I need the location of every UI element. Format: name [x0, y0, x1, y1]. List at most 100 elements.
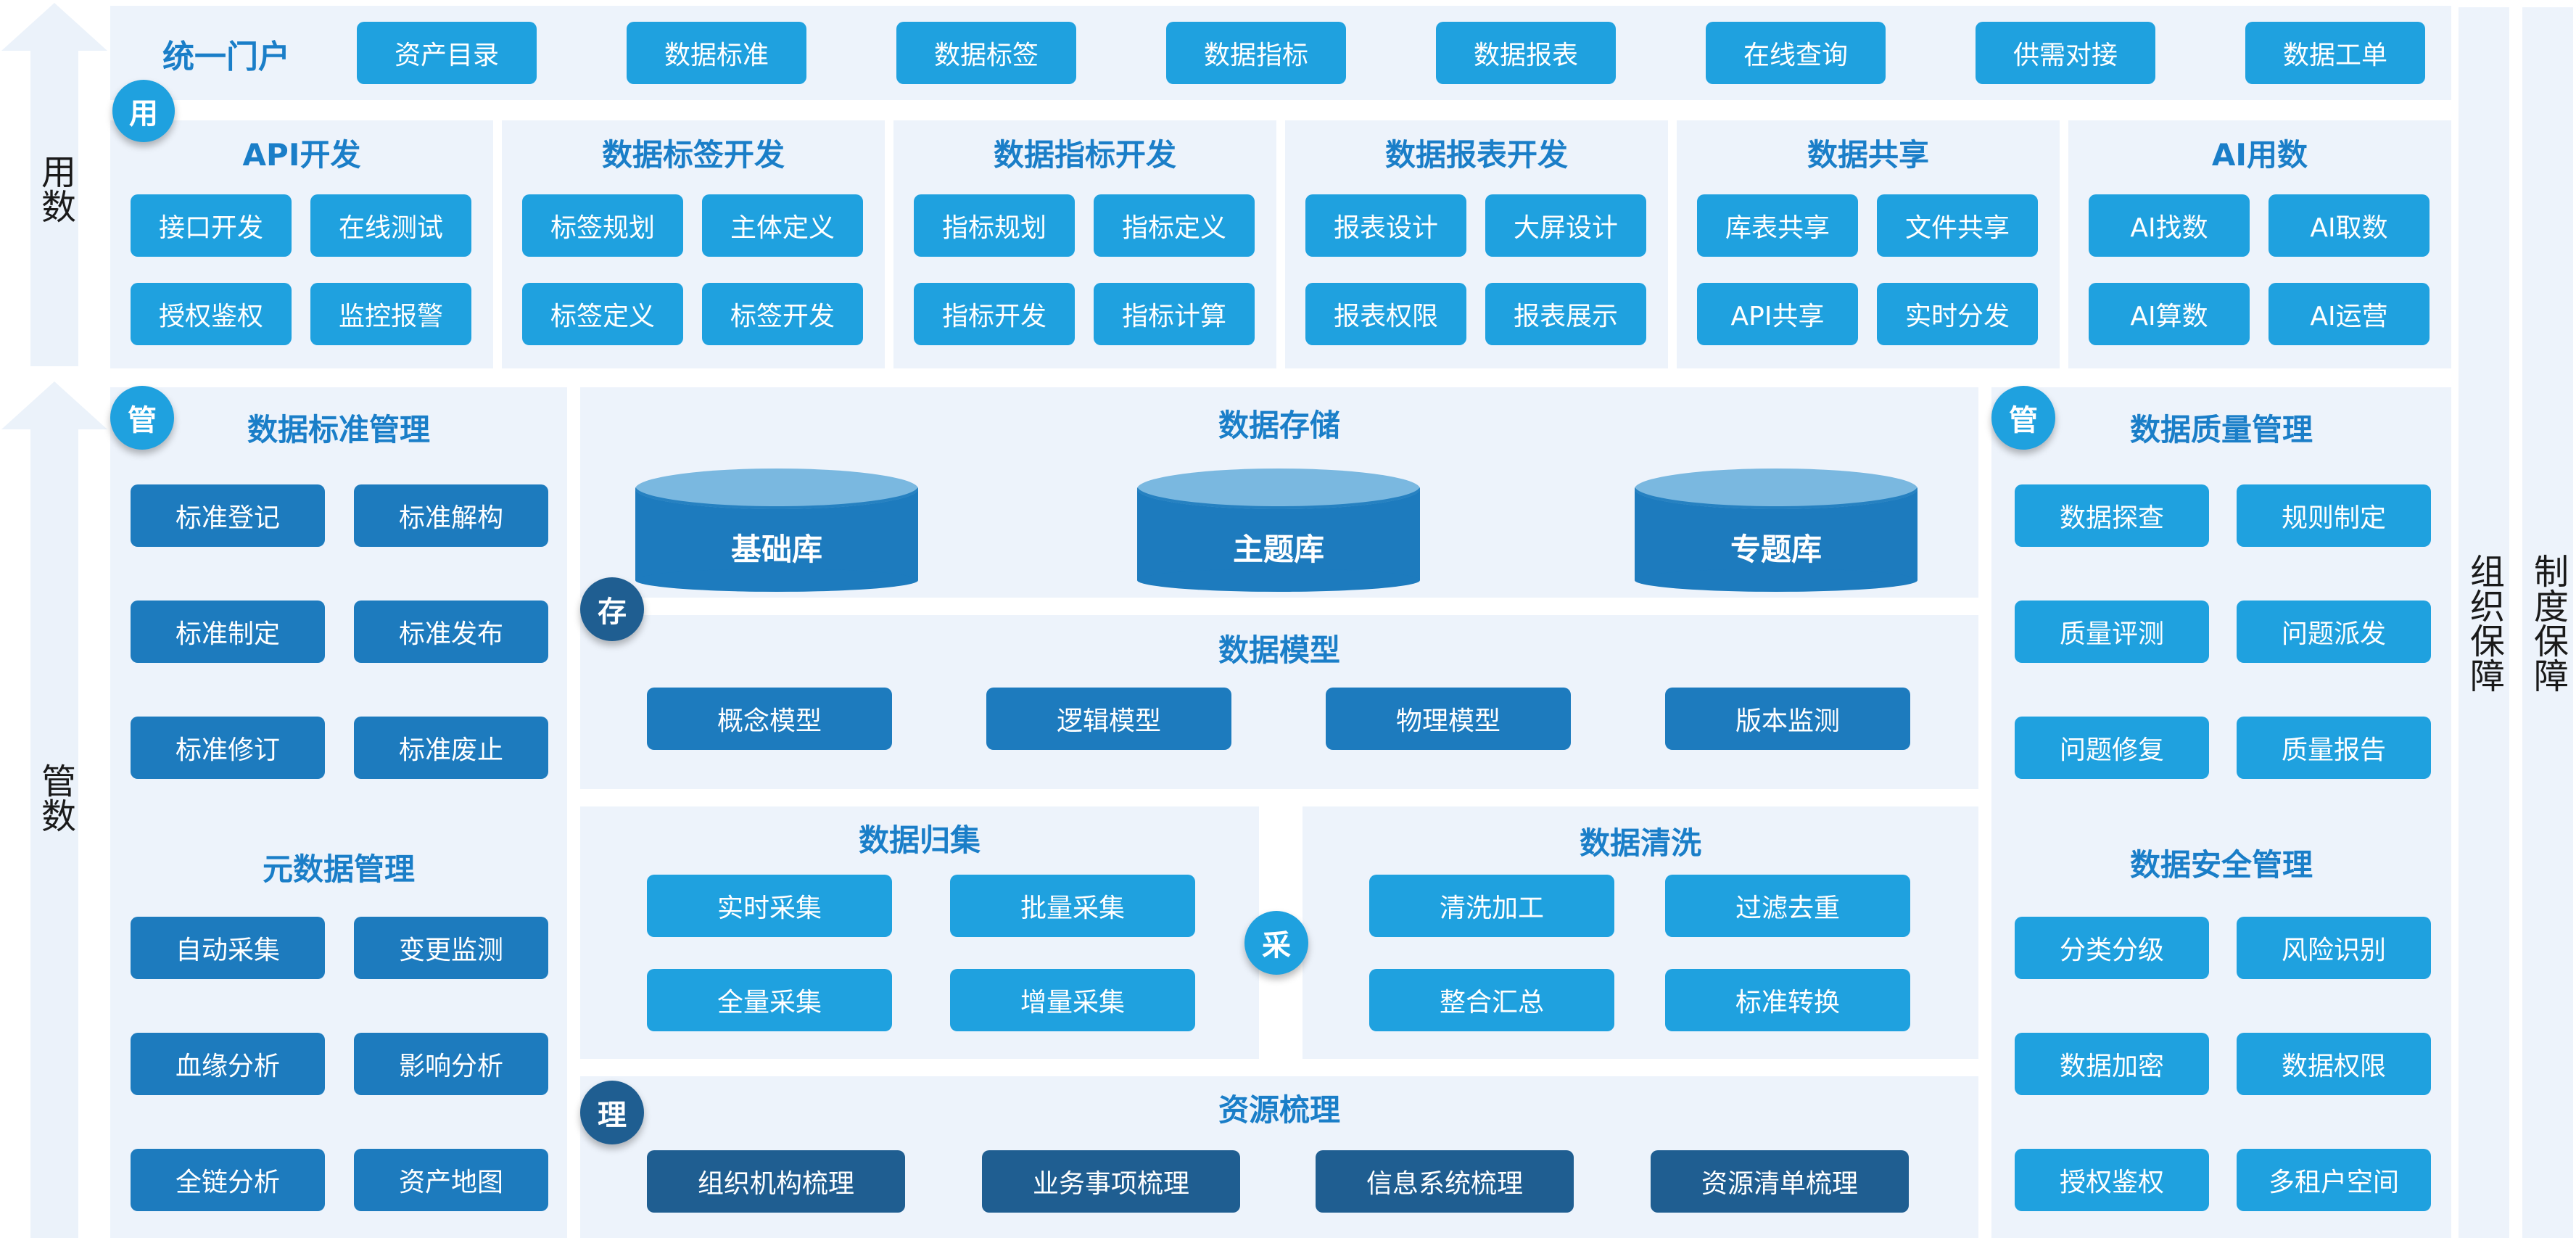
- left-management-panel: 数据标准管理 标准登记 标准解构 标准制定 标准发布 标准修订 标准废止 元数据…: [110, 387, 567, 1238]
- portal-asset-catalog[interactable]: 资产目录: [357, 22, 537, 84]
- portal-data-ticket[interactable]: 数据工单: [2245, 22, 2425, 84]
- meta-impact[interactable]: 影响分析: [354, 1033, 548, 1095]
- share-file[interactable]: 文件共享: [1877, 194, 2038, 257]
- ai-data-panel: AI用数 AI找数 AI取数 AI算数 AI运营: [2068, 120, 2451, 368]
- collect-realtime[interactable]: 实时采集: [647, 875, 892, 937]
- report-design[interactable]: 报表设计: [1305, 194, 1466, 257]
- sec-tenant-space[interactable]: 多租户空间: [2237, 1149, 2431, 1211]
- sec-auth[interactable]: 授权鉴权: [2015, 1149, 2209, 1211]
- unified-portal-row: 统一门户 资产目录 数据标准 数据标签 数据指标 数据报表 在线查询 供需对接 …: [110, 6, 2451, 100]
- ai-find-data[interactable]: AI找数: [2089, 194, 2250, 257]
- sort-organization[interactable]: 组织机构梳理: [647, 1150, 905, 1213]
- api-monitor-alarm[interactable]: 监控报警: [310, 283, 471, 345]
- cleansing-title: 数据清洗: [1579, 825, 1701, 861]
- quality-explore[interactable]: 数据探查: [2015, 484, 2209, 547]
- indicator-planning[interactable]: 指标规划: [914, 194, 1075, 257]
- manage-data-label: 管数: [35, 763, 75, 833]
- tag-planning[interactable]: 标签规划: [522, 194, 683, 257]
- api-auth[interactable]: 授权鉴权: [131, 283, 292, 345]
- portal-data-tag[interactable]: 数据标签: [896, 22, 1076, 84]
- ai-fetch-data[interactable]: AI取数: [2269, 194, 2430, 257]
- data-model-panel: 数据模型 概念模型 逻辑模型 物理模型 版本监测: [580, 615, 1978, 789]
- sec-risk[interactable]: 风险识别: [2237, 917, 2431, 979]
- sort-info-systems[interactable]: 信息系统梳理: [1316, 1150, 1574, 1213]
- share-table[interactable]: 库表共享: [1697, 194, 1858, 257]
- std-formulate[interactable]: 标准制定: [131, 601, 325, 663]
- quality-report[interactable]: 质量报告: [2237, 717, 2431, 779]
- quality-rule[interactable]: 规则制定: [2237, 484, 2431, 547]
- manage-arrow: [1, 381, 107, 1238]
- model-version-monitor[interactable]: 版本监测: [1665, 688, 1910, 750]
- meta-lineage[interactable]: 血缘分析: [131, 1033, 325, 1095]
- quality-evaluate[interactable]: 质量评测: [2015, 601, 2209, 663]
- cleanse-std-convert[interactable]: 标准转换: [1665, 969, 1910, 1031]
- quality-dispatch[interactable]: 问题派发: [2237, 601, 2431, 663]
- security-mgmt-title: 数据安全管理: [2129, 846, 2313, 883]
- share-api[interactable]: API共享: [1697, 283, 1858, 345]
- quality-mgmt-title: 数据质量管理: [2129, 411, 2313, 447]
- std-deconstruct[interactable]: 标准解构: [354, 484, 548, 547]
- sec-permission[interactable]: 数据权限: [2237, 1033, 2431, 1095]
- base-db-label: 基础库: [730, 531, 822, 567]
- std-abolish[interactable]: 标准废止: [354, 717, 548, 779]
- std-publish[interactable]: 标准发布: [354, 601, 548, 663]
- data-cleansing-panel: 数据清洗 清洗加工 过滤去重 整合汇总 标准转换: [1303, 806, 1978, 1059]
- base-db-cylinder-top: [635, 469, 918, 509]
- data-sharing-title: 数据共享: [1807, 136, 1929, 173]
- tag-subject-define[interactable]: 主体定义: [702, 194, 863, 257]
- tag-define[interactable]: 标签定义: [522, 283, 683, 345]
- resource-sorting-panel: 资源梳理 组织机构梳理 业务事项梳理 信息系统梳理 资源清单梳理: [580, 1076, 1978, 1238]
- meta-asset-map[interactable]: 资产地图: [354, 1149, 548, 1211]
- model-physical[interactable]: 物理模型: [1326, 688, 1571, 750]
- meta-full-chain[interactable]: 全链分析: [131, 1149, 325, 1211]
- tag-develop[interactable]: 标签开发: [702, 283, 863, 345]
- api-interface-dev[interactable]: 接口开发: [131, 194, 292, 257]
- sort-business-items[interactable]: 业务事项梳理: [982, 1150, 1240, 1213]
- system-guarantee-bar: 制度保障: [2522, 7, 2573, 1238]
- report-screen-design[interactable]: 大屏设计: [1485, 194, 1646, 257]
- model-conceptual[interactable]: 概念模型: [647, 688, 892, 750]
- share-realtime[interactable]: 实时分发: [1877, 283, 2038, 345]
- collect-incremental[interactable]: 增量采集: [950, 969, 1195, 1031]
- quality-fix[interactable]: 问题修复: [2015, 717, 2209, 779]
- tag-dev-panel: 数据标签开发 标签规划 主体定义 标签定义 标签开发: [502, 120, 885, 368]
- org-guarantee-bar: 组织保障: [2459, 7, 2509, 1238]
- portal-data-indicator[interactable]: 数据指标: [1166, 22, 1346, 84]
- sort-resource-list[interactable]: 资源清单梳理: [1651, 1150, 1909, 1213]
- base-db-cylinder: 基础库: [635, 469, 918, 592]
- special-db-cylinder: 专题库: [1635, 469, 1917, 592]
- std-revise[interactable]: 标准修订: [131, 717, 325, 779]
- cleanse-integrate[interactable]: 整合汇总: [1369, 969, 1614, 1031]
- report-dev-panel: 数据报表开发 报表设计 大屏设计 报表权限 报表展示: [1285, 120, 1668, 368]
- sec-classify[interactable]: 分类分级: [2015, 917, 2209, 979]
- collect-batch[interactable]: 批量采集: [950, 875, 1195, 937]
- indicator-define[interactable]: 指标定义: [1094, 194, 1255, 257]
- ai-compute-data[interactable]: AI算数: [2089, 283, 2250, 345]
- report-permission[interactable]: 报表权限: [1305, 283, 1466, 345]
- collection-title: 数据归集: [858, 822, 981, 858]
- standard-mgmt-title: 数据标准管理: [247, 411, 430, 447]
- manage-badge-left: 管: [110, 386, 174, 450]
- meta-auto-collect[interactable]: 自动采集: [131, 917, 325, 979]
- std-register[interactable]: 标准登记: [131, 484, 325, 547]
- collect-badge: 采: [1244, 911, 1308, 975]
- report-display[interactable]: 报表展示: [1485, 283, 1646, 345]
- portal-data-report[interactable]: 数据报表: [1436, 22, 1616, 84]
- meta-change-monitor[interactable]: 变更监测: [354, 917, 548, 979]
- cleanse-process[interactable]: 清洗加工: [1369, 875, 1614, 937]
- api-dev-title: API开发: [242, 136, 361, 173]
- portal-supply-demand[interactable]: 供需对接: [1976, 22, 2155, 84]
- collect-full[interactable]: 全量采集: [647, 969, 892, 1031]
- report-dev-title: 数据报表开发: [1384, 136, 1568, 173]
- data-collection-panel: 数据归集 实时采集 批量采集 全量采集 增量采集: [580, 806, 1259, 1059]
- use-badge: 用: [112, 80, 175, 142]
- sec-encrypt[interactable]: 数据加密: [2015, 1033, 2209, 1095]
- api-online-test[interactable]: 在线测试: [310, 194, 471, 257]
- cleanse-dedup[interactable]: 过滤去重: [1665, 875, 1910, 937]
- indicator-compute[interactable]: 指标计算: [1094, 283, 1255, 345]
- model-logical[interactable]: 逻辑模型: [986, 688, 1231, 750]
- portal-online-query[interactable]: 在线查询: [1706, 22, 1886, 84]
- indicator-develop[interactable]: 指标开发: [914, 283, 1075, 345]
- ai-operation[interactable]: AI运营: [2269, 283, 2430, 345]
- portal-data-standard[interactable]: 数据标准: [627, 22, 806, 84]
